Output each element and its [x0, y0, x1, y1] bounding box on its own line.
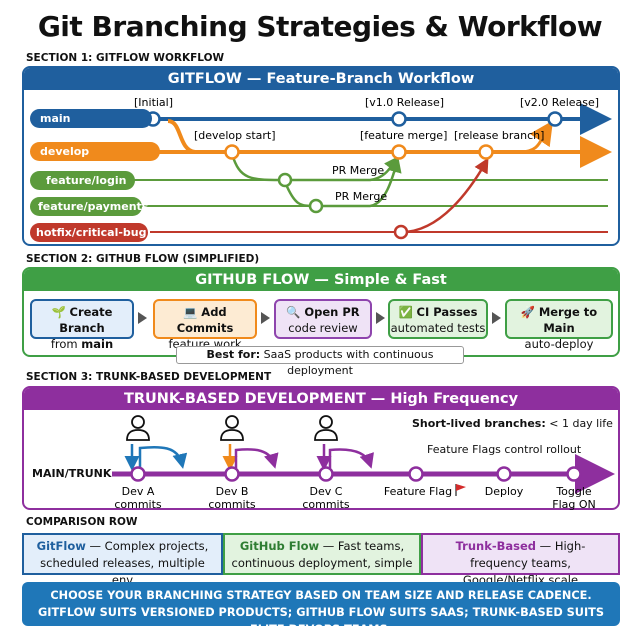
page-title: Git Branching Strategies & Workflow	[37, 10, 603, 43]
feature-merge-node	[391, 144, 407, 160]
compare-trunk-based: Trunk-Based — High-frequency teams, Goog…	[421, 533, 620, 587]
best-for-badge: Best for: SaaS products with continuous …	[176, 346, 464, 377]
step-arrow-3	[376, 312, 385, 324]
dev-b-sublabel: commits	[208, 498, 256, 511]
dev-b-person-icon	[220, 415, 244, 441]
trunk-node-dev-a	[130, 466, 146, 482]
dev-c-label: Dev C	[310, 485, 343, 498]
main-v2-node	[547, 111, 563, 127]
rocket-icon: 🚀	[520, 305, 536, 319]
dev-c-branch-loop	[328, 448, 374, 469]
feature-login-node	[277, 172, 293, 188]
github-flow-panel: GITHUB FLOW — Simple & Fast	[22, 267, 620, 357]
pr-merge-label-1: PR Merge	[332, 164, 384, 177]
feature-flags-note: Feature Flags control rollout	[427, 443, 582, 456]
dev-b-branch-loop	[234, 448, 279, 469]
dev-b-label: Dev B	[216, 485, 249, 498]
github-flow-header: GITHUB FLOW — Simple & Fast	[24, 269, 618, 291]
branch-pill-hotfix: hotfix/critical-bug	[30, 223, 148, 242]
main-v1-node	[391, 111, 407, 127]
pr-merge-arrow-2	[320, 157, 402, 208]
trunk-diagram: Dev A commits Dev B commits Dev C commit…	[112, 415, 615, 511]
step-open-pr: 🔍 Open PR code review	[274, 299, 372, 339]
dev-a-branch-loop	[138, 445, 188, 469]
flag-icon	[455, 484, 466, 496]
initial-label: [Initial]	[134, 96, 173, 109]
dev-a-label: Dev A	[122, 485, 155, 498]
branch-pill-feature-login: feature/login	[30, 171, 135, 190]
section2-label: SECTION 2: GITHUB FLOW (SIMPLIFIED)	[26, 253, 260, 265]
branch-pill-feature-payments: feature/payments	[30, 197, 148, 216]
trunk-node-deploy	[496, 466, 512, 482]
branch-pill-develop: develop	[30, 142, 160, 161]
dev-a-person-icon	[126, 415, 150, 441]
hotfix-merge-arrow	[401, 157, 489, 234]
release-arrow	[519, 120, 553, 154]
feature-payments-node	[308, 198, 324, 214]
compare-github-flow: GitHub Flow — Fast teams, continuous dep…	[223, 533, 421, 575]
step-arrow-1	[138, 312, 147, 324]
develop-start-label: [develop start]	[194, 129, 276, 142]
branch-pill-main: main	[30, 109, 152, 128]
step-arrow-4	[492, 312, 501, 324]
toggle-sublabel: Flag ON	[552, 498, 596, 511]
pr-merge-label-2: PR Merge	[335, 190, 387, 203]
login-branch-curve	[230, 153, 286, 182]
laptop-icon: 💻	[183, 305, 198, 319]
magnifier-icon: 🔍	[286, 305, 301, 319]
step-create-branch: 🌱 Create Branch from main	[30, 299, 134, 351]
section1-label: SECTION 1: GITFLOW WORKFLOW	[26, 52, 225, 64]
compare-gitflow: GitFlow — Complex projects, scheduled re…	[22, 533, 223, 587]
section3-label: SECTION 3: TRUNK-BASED DEVELOPMENT	[26, 371, 272, 383]
step-merge-to-main: 🚀 Merge to Main auto-deploy	[505, 299, 613, 351]
release-branch-label: [release branch]	[454, 129, 544, 142]
trunk-panel: TRUNK-BASED DEVELOPMENT — High Frequency	[22, 386, 620, 510]
develop-start-node	[224, 144, 240, 160]
dev-a-sublabel: commits	[114, 498, 162, 511]
dev-c-sublabel: commits	[302, 498, 350, 511]
dev-c-person-icon	[314, 415, 338, 441]
step-add-commits: 💻 Add Commits feature work	[153, 299, 257, 351]
feature-flag-label: Feature Flag	[384, 485, 452, 498]
deploy-label: Deploy	[485, 485, 524, 498]
release-branch-node	[478, 144, 494, 160]
footer-banner: CHOOSE YOUR BRANCHING STRATEGY BASED ON …	[22, 582, 620, 636]
toggle-label: Toggle	[555, 485, 592, 498]
step-arrow-2	[261, 312, 270, 324]
v2-label: [v2.0 Release]	[520, 96, 599, 109]
comparison-label: COMPARISON ROW	[26, 516, 138, 528]
short-lived-note: Short-lived branches: < 1 day life	[412, 417, 613, 430]
trunk-node-toggle	[566, 466, 582, 482]
trunk-header: TRUNK-BASED DEVELOPMENT — High Frequency	[24, 388, 618, 410]
gitflow-diagram: [Initial] [v1.0 Release] [v2.0 Release] …	[60, 96, 612, 240]
gitflow-panel: GITFLOW — Feature-Branch Workflow	[22, 66, 620, 246]
step-ci-passes: ✅ CI Passes automated tests	[388, 299, 488, 339]
trunk-label: MAIN/TRUNK	[32, 467, 112, 480]
check-icon: ✅	[398, 305, 413, 319]
gitflow-header: GITFLOW — Feature-Branch Workflow	[24, 68, 618, 90]
v1-label: [v1.0 Release]	[365, 96, 444, 109]
sprout-icon: 🌱	[51, 305, 66, 319]
trunk-node-feature-flag	[408, 466, 424, 482]
trunk-node-dev-c	[318, 466, 334, 482]
trunk-node-dev-b	[224, 466, 240, 482]
hotfix-node	[393, 224, 409, 240]
feature-merge-label: [feature merge]	[360, 129, 447, 142]
develop-start-curve	[167, 119, 196, 154]
